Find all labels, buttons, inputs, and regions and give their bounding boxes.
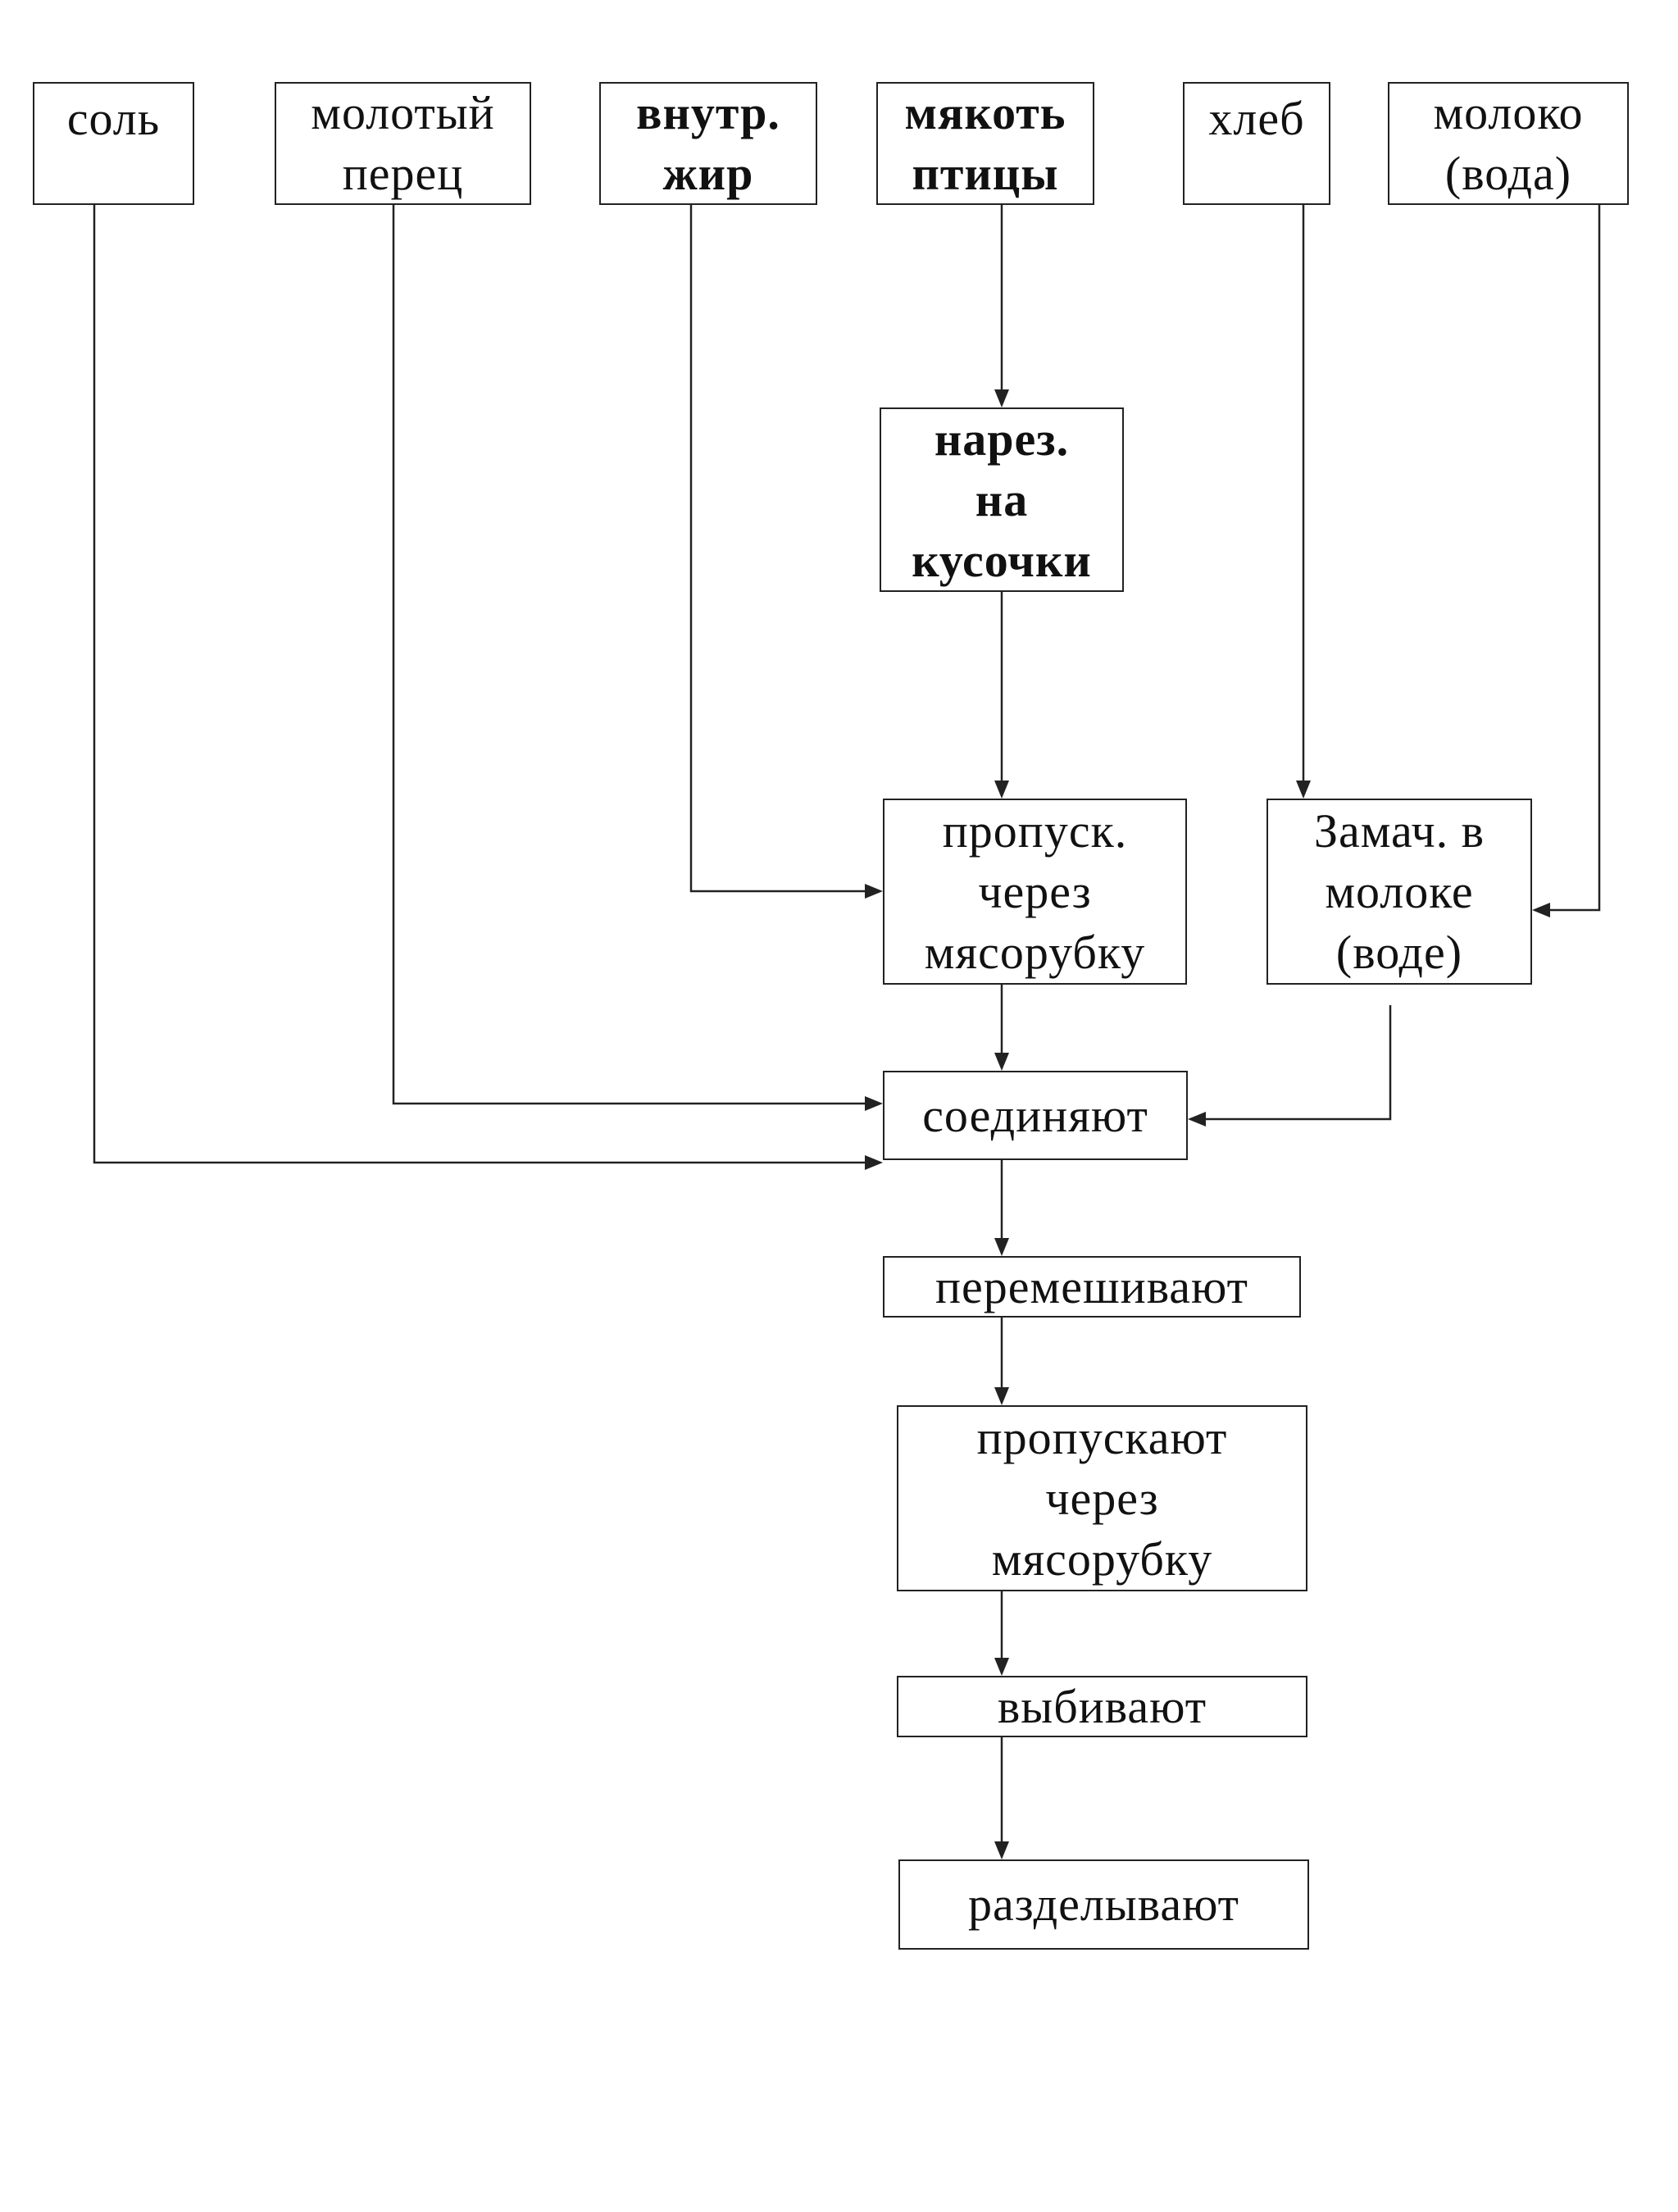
node-poultry-flesh: мякоть птицы — [876, 82, 1094, 205]
node-ground-pepper-line-2: перец — [342, 147, 464, 200]
node-poultry-flesh-line-1: мякоть — [904, 86, 1066, 139]
arrowhead-bread-to-soak — [1296, 781, 1311, 799]
node-internal-fat-line-1: внутр. — [636, 86, 780, 139]
node-cut-into-pieces-line-2: на — [975, 472, 1029, 526]
node-soak-in-milk-line-3: (воде) — [1335, 925, 1463, 979]
node-cut-into-pieces-line-3: кусочки — [912, 533, 1092, 587]
edge-salt-to-combine — [93, 197, 869, 1164]
node-ground-pepper-line-1: молотый — [311, 86, 495, 139]
node-soak-in-milk-line-2: молоке — [1325, 864, 1474, 918]
node-soak-in-milk-line-1: Замач. в — [1313, 803, 1485, 858]
node-pass-through-grinder: пропуск. через мясорубку — [883, 799, 1187, 985]
node-combine-line-1: соединяют — [922, 1088, 1148, 1142]
node-internal-fat-line-2: жир — [662, 147, 754, 200]
node-mix: перемешивают — [883, 1256, 1301, 1318]
node-cut-into-pieces: нарез. на кусочки — [880, 407, 1124, 592]
node-bread-line-1: хлеб — [1208, 92, 1305, 145]
arrowhead-pepper-to-combine — [865, 1096, 883, 1111]
arrowhead-fat-to-grind1 — [865, 884, 883, 899]
node-poultry-flesh-line-2: птицы — [912, 147, 1059, 200]
arrowhead-beat-to-shape — [994, 1841, 1009, 1859]
arrowhead-milk-to-soak — [1532, 903, 1550, 917]
edge-milk-to-soak — [1546, 191, 1601, 912]
node-beat: выбивают — [897, 1676, 1307, 1737]
node-mix-line-1: перемешивают — [935, 1259, 1248, 1313]
edge-pepper-to-combine — [392, 197, 869, 1105]
node-combine: соединяют — [883, 1071, 1188, 1160]
arrowhead-salt-to-combine — [865, 1155, 883, 1170]
arrowhead-soak-to-combine — [1188, 1112, 1206, 1126]
node-pass-through-grinder-again: пропускают через мясорубку — [897, 1405, 1307, 1591]
edge-soak-to-combine — [1202, 1005, 1392, 1121]
node-shape: разделывают — [898, 1859, 1309, 1950]
edge-fat-to-grind1 — [689, 205, 869, 893]
arrowhead-grind2-to-beat — [994, 1658, 1009, 1676]
node-milk-water: молоко (вода) — [1388, 82, 1629, 205]
node-pass-through-grinder-line-2: через — [978, 864, 1092, 918]
node-pass-through-grinder-again-line-2: через — [1045, 1471, 1159, 1525]
node-pass-through-grinder-line-3: мясорубку — [924, 925, 1146, 979]
arrowhead-combine-to-mix — [994, 1238, 1009, 1256]
node-salt-line-1: соль — [66, 92, 161, 145]
node-salt: соль — [33, 82, 194, 205]
node-ground-pepper: молотый перец — [275, 82, 531, 205]
node-pass-through-grinder-line-1: пропуск. — [942, 803, 1128, 858]
node-soak-in-milk: Замач. в молоке (воде) — [1266, 799, 1532, 985]
node-internal-fat: внутр. жир — [599, 82, 817, 205]
node-pass-through-grinder-again-line-1: пропускают — [976, 1410, 1228, 1464]
node-milk-water-line-1: молоко — [1433, 86, 1584, 139]
node-bread: хлеб — [1183, 82, 1330, 205]
arrowhead-mix-to-grind2 — [994, 1387, 1009, 1405]
node-beat-line-1: выбивают — [997, 1679, 1207, 1733]
node-shape-line-1: разделывают — [967, 1877, 1240, 1931]
node-cut-into-pieces-line-1: нарез. — [934, 412, 1070, 466]
arrowhead-cut-to-grind1 — [994, 781, 1009, 799]
arrowhead-meat-to-cut — [994, 389, 1009, 407]
node-milk-water-line-2: (вода) — [1444, 147, 1572, 200]
node-pass-through-grinder-again-line-3: мясорубку — [991, 1532, 1213, 1586]
arrowhead-grind1-to-combine — [994, 1053, 1009, 1071]
